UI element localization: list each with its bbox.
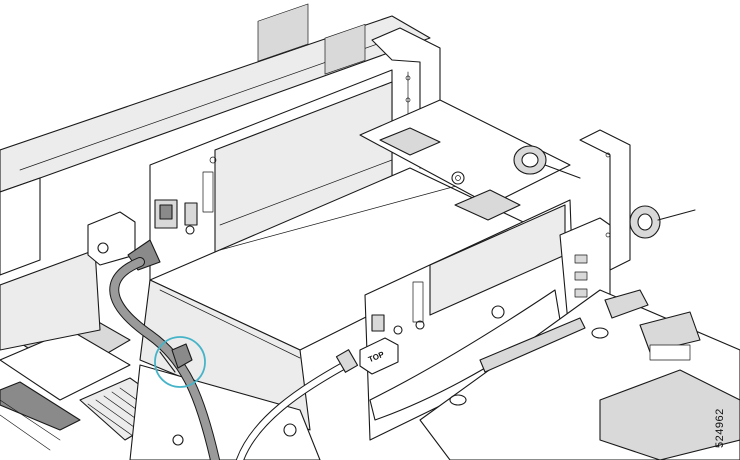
top-marked-connector: TOP xyxy=(359,314,425,375)
gray-cable xyxy=(109,257,220,460)
cable-connector-highlighted xyxy=(159,343,193,373)
top-bracket xyxy=(359,99,571,221)
thumbscrew-upper xyxy=(513,145,581,179)
white-cable xyxy=(236,349,359,460)
motherboard-right xyxy=(419,289,740,460)
highlight-callout-circle xyxy=(154,336,206,388)
cable-bracket xyxy=(87,199,198,271)
thumbscrew-lower xyxy=(629,205,696,239)
chassis-left-wall xyxy=(0,3,431,276)
motherboard-left xyxy=(0,249,321,460)
figure-id-label: 524962 xyxy=(714,408,726,448)
